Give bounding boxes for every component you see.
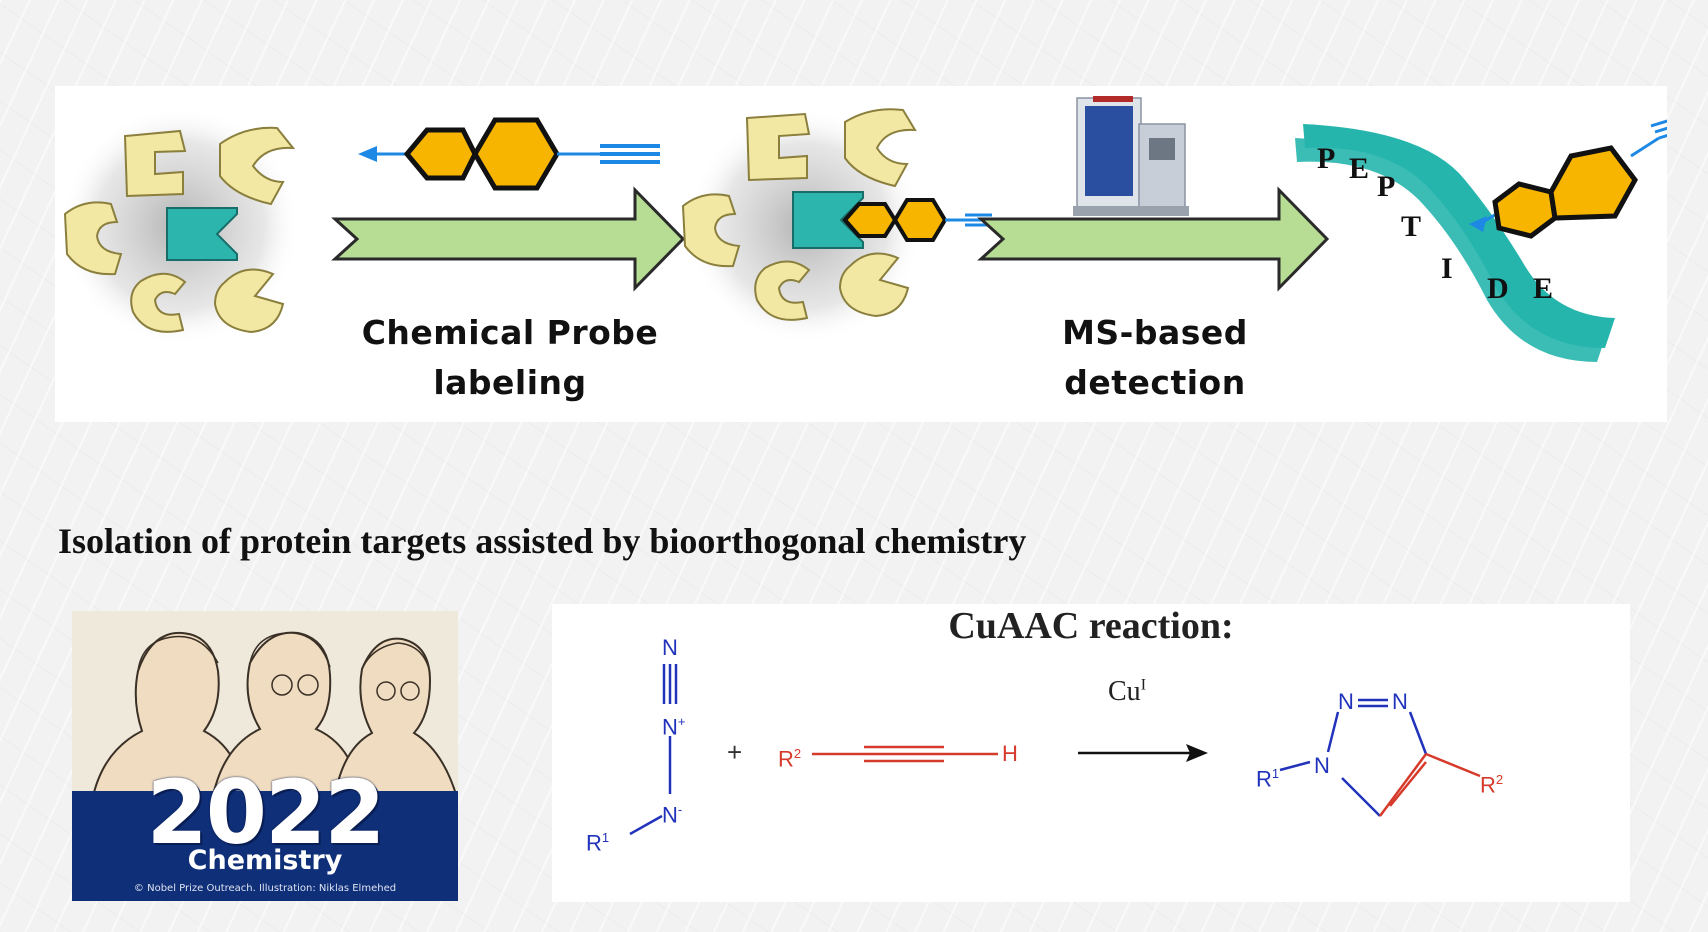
target-protein-icon [166,207,238,261]
workflow-panel: P E P T I D E Chemical Probe labeling MS… [55,86,1667,422]
bound-probe-icon [1469,119,1667,239]
laureates-portrait-illustration [90,631,458,801]
cuaac-reaction-panel: CuAAC reaction: [552,604,1630,902]
peptide-letter: P [1317,142,1335,175]
step2-label-line1: MS-based [1062,313,1248,352]
azide-n-top: N [662,635,678,660]
step-arrow-1 [331,186,686,292]
peptide-letter: I [1441,252,1453,285]
step1-label-line2: labeling [433,363,587,402]
triazole-n3: N [1338,689,1354,714]
mass-spectrometer-icon [1073,96,1189,216]
nobel-credit: © Nobel Prize Outreach. Illustration: Ni… [133,883,397,894]
reaction-scheme [629,664,1481,836]
ligand-c-shape-icon [123,129,187,198]
nobel-year: 2022 [146,761,386,864]
step2-label: MS-based detection [995,308,1315,408]
step2-label-line2: detection [1064,363,1246,402]
azide-bonds [629,664,678,836]
alkyne-r2: R2 [778,746,802,772]
nobel-banner [72,791,458,901]
triazole-n1: N [1314,753,1330,778]
step1-label-line1: Chemical Probe [361,313,659,352]
ligand-pacman-icon [213,268,285,334]
protein-cluster-unlabeled [60,106,300,346]
nobel-prize-card: 2022 Chemistry © Nobel Prize Outreach. I… [72,611,458,901]
nobel-field: Chemistry [187,845,343,876]
peptide-ribbon [1303,124,1615,348]
peptide-letter: T [1401,210,1421,243]
peptide-letter: P [1377,170,1395,203]
azide-r1: R1 [586,830,610,856]
reaction-title: CuAAC reaction: [948,605,1234,647]
protein-cluster-labeled [681,108,992,344]
workflow-illustration: P E P T I D E [60,96,1667,362]
peptide-label: P E P T I D E [1317,142,1553,305]
reaction-arrow [1078,744,1208,762]
section-title: Isolation of protein targets assisted by… [58,521,1027,561]
alkyne-h: H [1002,741,1018,766]
ligand-c-shape-icon [63,201,123,276]
ligand-c-shape-icon [219,126,296,206]
azide-n-mid: N+ [662,714,686,740]
triazole-r1: R1 [1256,766,1280,792]
plus-sign: + [727,737,743,767]
chemical-probe-icon [358,117,660,191]
peptide-letter: D [1487,272,1509,305]
catalyst-label: CuI [1108,676,1147,707]
ligand-c-shape-icon [130,272,187,333]
azide-n-bottom: N- [662,802,683,828]
step1-label: Chemical Probe labeling [325,308,695,408]
triazole-ring [1279,698,1481,817]
peptide-letter: E [1349,152,1369,185]
step-arrow-2 [977,186,1330,292]
triazole-n2: N [1392,689,1408,714]
alkyne-bonds [812,745,998,763]
peptide-letter: E [1533,272,1553,305]
triazole-r2: R2 [1480,772,1504,798]
